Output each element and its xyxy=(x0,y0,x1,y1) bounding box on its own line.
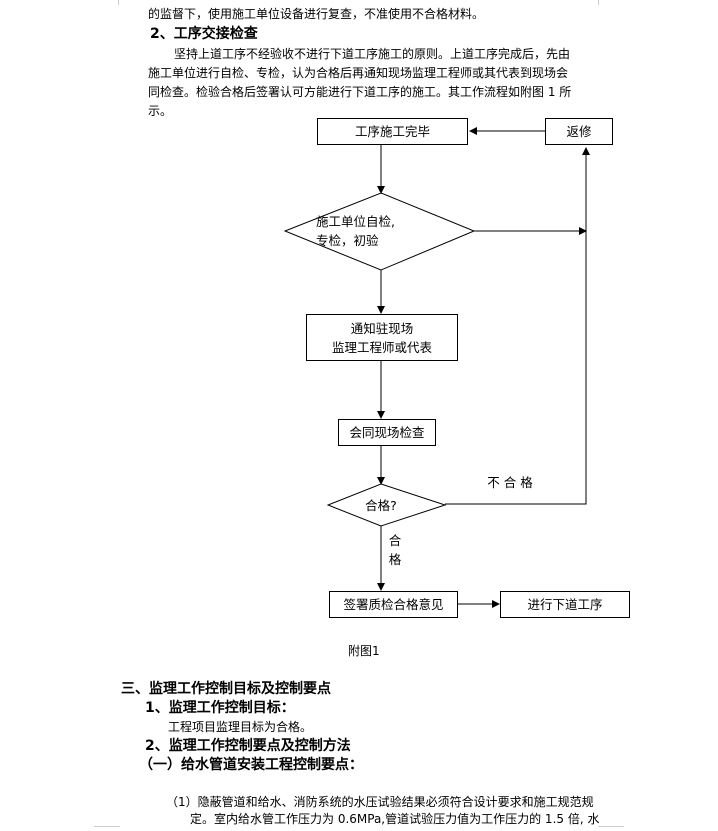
box-joint-inspection: 会同现场检查 xyxy=(338,419,436,446)
diamond-selfcheck-label: 施工单位自检, 专检，初验 xyxy=(316,212,416,250)
page-corner-mark xyxy=(598,0,599,5)
paragraph-line: 施工单位进行自检、专检，认为合格后再通知现场监理工程师或其代表到现场会 xyxy=(148,66,569,80)
label-pass-char: 合 xyxy=(388,533,402,548)
subsection-heading: 2、监理工作控制要点及控制方法 xyxy=(145,738,351,754)
section3-heading: 三、监理工作控制目标及控制要点 xyxy=(121,681,331,697)
box-process-complete-label: 工序施工完毕 xyxy=(354,124,430,139)
box-joint-inspection-label: 会同现场检查 xyxy=(349,425,425,440)
box-notify-line: 监理工程师或代表 xyxy=(331,339,432,355)
box-notify-line: 通知驻现场 xyxy=(350,320,414,336)
diamond-selfcheck xyxy=(283,192,476,271)
diamond-pass xyxy=(326,483,447,527)
intro-line: 的监督下，使用施工单位设备进行复查，不准使用不合格材料。 xyxy=(148,7,485,21)
section-heading: 2、工序交接检查 xyxy=(150,26,258,42)
box-sign-label: 签署质检合格意见 xyxy=(343,597,444,612)
page-corner-mark xyxy=(94,826,120,827)
diamond-pass-label: 合格? xyxy=(365,498,397,513)
box-sign-quality-opinion: 签署质检合格意见 xyxy=(329,591,458,618)
item-line: 定。室内给水管工作压力为 0.6MPa,管道试验压力值为工作压力的 1.5 倍,… xyxy=(190,812,600,826)
flowchart-connectors xyxy=(283,127,590,608)
line-fail-to-rework xyxy=(445,147,590,505)
page-corner-mark xyxy=(118,0,119,5)
figure-caption: 附图1 xyxy=(348,644,380,658)
paragraph-line: 同检查。检验合格后签署认可方能进行下道工序的施工。其工作流程如附图 1 所 xyxy=(148,85,572,99)
box-process-complete: 工序施工完毕 xyxy=(317,118,468,145)
diamond-selfcheck-line: 专检，初验 xyxy=(316,233,379,248)
box-next-process: 进行下道工序 xyxy=(500,591,630,618)
box-notify-engineer: 通知驻现场 监理工程师或代表 xyxy=(306,314,458,361)
subsection-heading: 1、监理工作控制目标： xyxy=(145,700,295,716)
item-line: （1）隐蔽管道和给水、消防系统的水压试验结果必须符合设计要求和施工规范规 xyxy=(166,795,594,809)
page-corner-mark xyxy=(598,826,624,827)
label-pass: 合 格 xyxy=(385,531,405,569)
box-rework-label: 返修 xyxy=(566,124,592,139)
box-next-label: 进行下道工序 xyxy=(527,597,603,612)
subsection-text: 工程项目监理目标为合格。 xyxy=(168,720,313,734)
subsection-heading: （一）给水管道安装工程控制要点： xyxy=(139,757,363,773)
box-rework: 返修 xyxy=(545,118,613,145)
label-pass-char: 格 xyxy=(388,552,402,567)
paragraph-line: 示。 xyxy=(148,104,173,118)
paragraph-line: 坚持上道工序不经验收不进行下道工序施工的原则。上道工序完成后，先由 xyxy=(174,47,571,61)
label-fail: 不 合 格 xyxy=(487,475,533,490)
diamond-selfcheck-line: 施工单位自检, xyxy=(316,214,395,229)
